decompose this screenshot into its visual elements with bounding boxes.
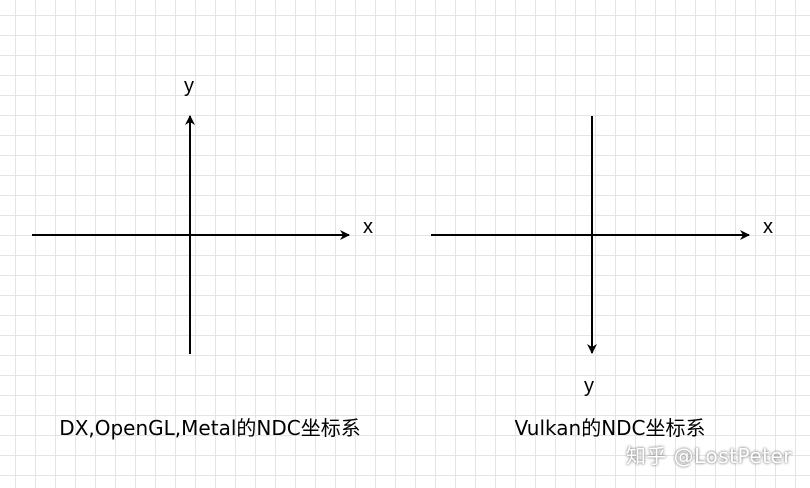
right-coordinate-system: x y: [431, 116, 773, 397]
left-x-axis-label: x: [363, 216, 373, 238]
left-coordinate-system: x y: [32, 75, 373, 354]
left-caption: DX,OpenGL,Metal的NDC坐标系: [59, 416, 361, 440]
watermark-text: 知乎 @LostPeter: [625, 444, 792, 468]
right-x-axis-label: x: [763, 216, 773, 238]
right-y-axis-label: y: [584, 375, 594, 397]
right-caption: Vulkan的NDC坐标系: [514, 416, 706, 440]
left-y-axis-label: y: [184, 75, 194, 97]
